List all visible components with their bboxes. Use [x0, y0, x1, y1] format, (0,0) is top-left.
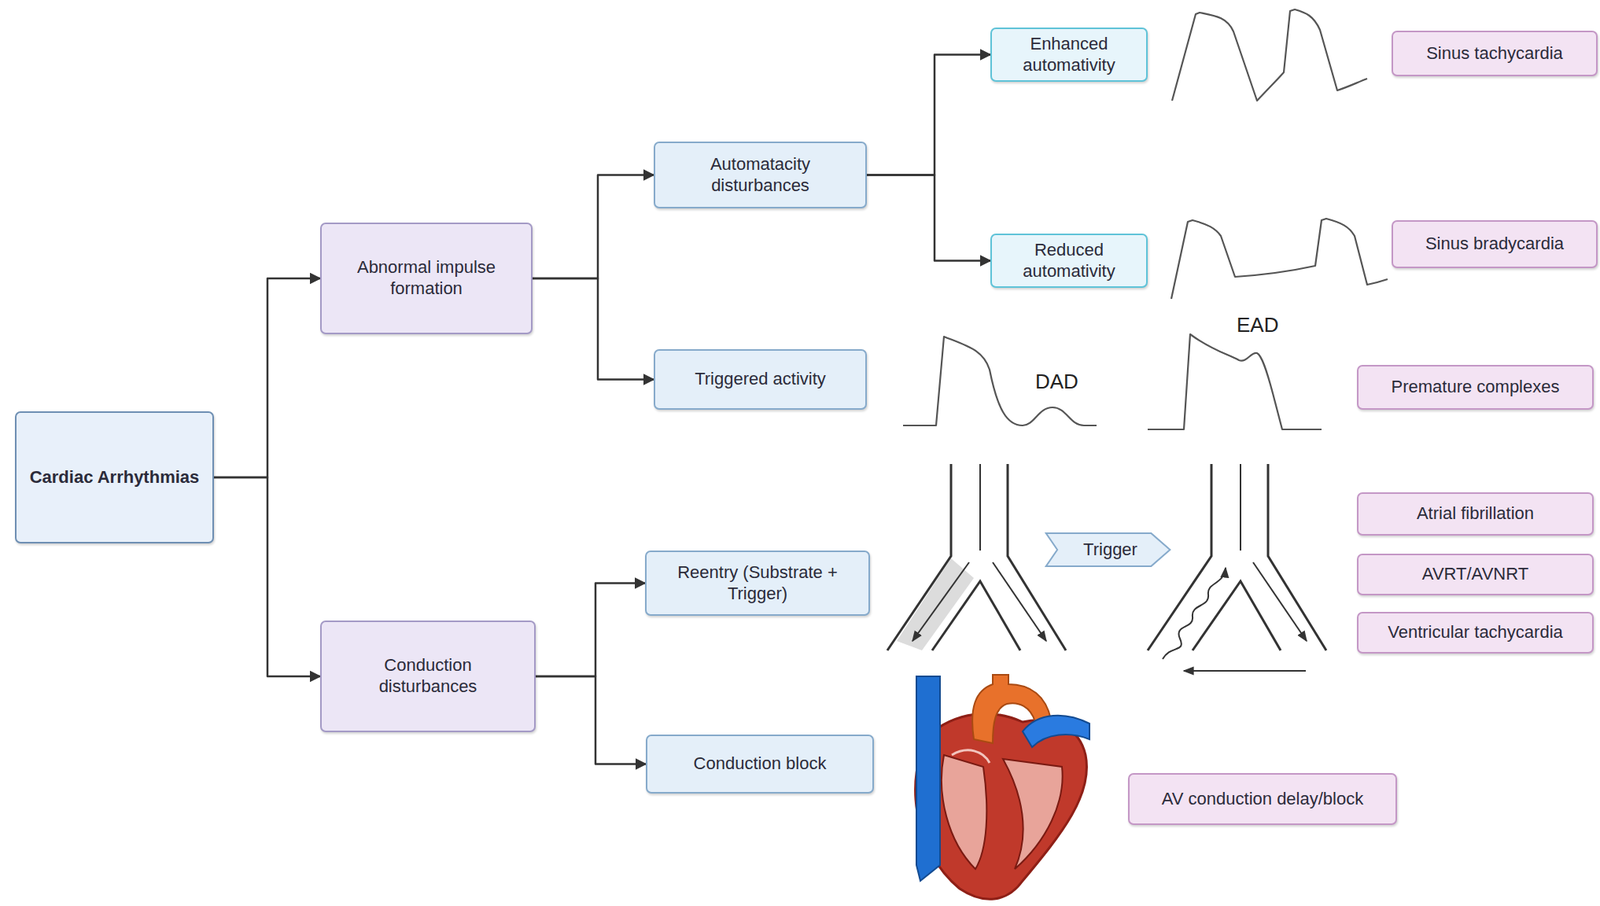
- node-label: Conduction disturbances: [349, 655, 507, 698]
- ead-waveform: [1147, 334, 1322, 430]
- connector-arrow: [532, 278, 654, 380]
- example-box: Sinus bradycardia: [1391, 220, 1598, 269]
- process-box: Triggered activity: [653, 349, 867, 410]
- node-label: Sinus tachycardia: [1426, 43, 1564, 65]
- node-label: Reentry (Substrate + Trigger): [659, 562, 856, 605]
- category-box: Conduction disturbances: [320, 620, 536, 733]
- mechanism-box: Enhanced automativity: [990, 27, 1148, 82]
- node-label: AVRT/AVNRT: [1422, 564, 1529, 586]
- enhanced-automaticity-waveform: [1172, 9, 1368, 101]
- heart-illustration: [915, 674, 1090, 900]
- mechanism-box: Reduced automativity: [990, 233, 1148, 288]
- connector-arrow: [866, 175, 991, 262]
- process-box: Reentry (Substrate + Trigger): [645, 550, 871, 616]
- node-label: Premature complexes: [1391, 376, 1560, 399]
- process-box: Conduction block: [645, 734, 874, 794]
- root-box: Cardiac Arrhythmias: [14, 411, 214, 544]
- node-label: Abnormal impulse formation: [339, 257, 513, 300]
- waveform-label: DAD: [1035, 369, 1079, 395]
- dad-waveform: [903, 336, 1097, 426]
- node-label: AV conduction delay/block: [1161, 788, 1364, 811]
- node-label: Reduced automativity: [1002, 239, 1136, 283]
- example-box: Atrial fibrillation: [1356, 492, 1594, 536]
- example-box: AVRT/AVNRT: [1356, 553, 1594, 596]
- reentry-substrate: [887, 464, 1066, 651]
- waveform-label: EAD: [1236, 313, 1279, 338]
- trigger-chevron: Trigger: [1044, 532, 1172, 568]
- node-label: Sinus bradycardia: [1425, 233, 1564, 255]
- connector-arrow: [213, 278, 321, 478]
- node-label: Ventricular tachycardia: [1387, 622, 1564, 644]
- example-box: Premature complexes: [1356, 364, 1594, 410]
- reentry-circuit: [1147, 464, 1327, 671]
- process-box: Automatacity disturbances: [653, 141, 867, 209]
- example-box: AV conduction delay/block: [1128, 773, 1398, 826]
- node-label: Enhanced automativity: [1002, 33, 1136, 77]
- node-label: Conduction block: [693, 753, 827, 775]
- node-label: Atrial fibrillation: [1416, 503, 1534, 525]
- example-box: Ventricular tachycardia: [1356, 611, 1594, 654]
- connector-arrow: [535, 583, 646, 678]
- node-label: Triggered activity: [694, 368, 826, 391]
- connector-arrow: [532, 175, 654, 280]
- category-box: Abnormal impulse formation: [320, 222, 533, 335]
- example-box: Sinus tachycardia: [1391, 30, 1598, 77]
- connector-arrow: [213, 477, 321, 677]
- node-label: Automatacity disturbances: [682, 154, 840, 197]
- node-label: Cardiac Arrhythmias: [29, 467, 200, 489]
- reduced-automaticity-waveform: [1171, 218, 1388, 299]
- connector-arrow: [535, 676, 646, 765]
- node-label: Trigger: [1078, 539, 1138, 561]
- connector-arrow: [866, 55, 991, 176]
